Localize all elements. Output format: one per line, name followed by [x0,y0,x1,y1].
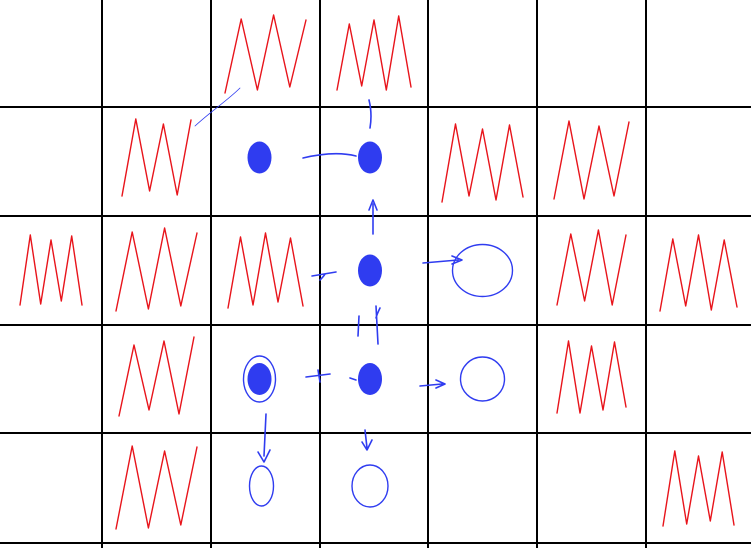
hatch-scribble [115,445,198,530]
hatch-scribble [19,234,83,306]
hatch-scribble [336,15,412,91]
arrow-stroke-right [419,379,446,389]
tick-stroke-left [305,369,331,383]
filled-dot [358,141,382,174]
filled-dot [358,254,382,287]
hatch-scribble [121,118,192,197]
arrow-stroke-down [361,429,373,451]
connection-strokes [194,87,463,463]
marker-layer [242,141,514,508]
arrow-stroke-right [422,255,463,265]
hatch-scribble [227,232,304,309]
connector-stroke [194,87,241,127]
hatch-scribble [118,336,195,417]
hatch-scribble [556,229,627,306]
arrow-stroke-down [257,413,271,463]
filled-dot [358,363,382,395]
hatch-scribble [553,120,630,200]
dot-outline-ring [242,355,277,403]
open-circle [351,464,389,508]
tick-stroke [349,377,357,381]
hatch-scribble [441,123,524,203]
connector-stroke [302,153,357,159]
open-circle [459,356,506,402]
hatch-layer [19,14,738,530]
hatch-scribble [659,234,738,312]
tick-stroke [357,305,381,345]
hatch-scribble [556,340,627,414]
filled-dot [247,363,272,395]
hatch-scribble [115,227,198,312]
arrow-stroke-up [368,199,378,235]
open-circle [248,465,275,507]
filled-dot [247,141,272,174]
connector-stroke [368,99,372,129]
open-circle [451,243,514,298]
hatch-scribble [224,14,307,94]
tick-stroke-left [311,271,337,281]
hatch-scribble [662,450,735,527]
